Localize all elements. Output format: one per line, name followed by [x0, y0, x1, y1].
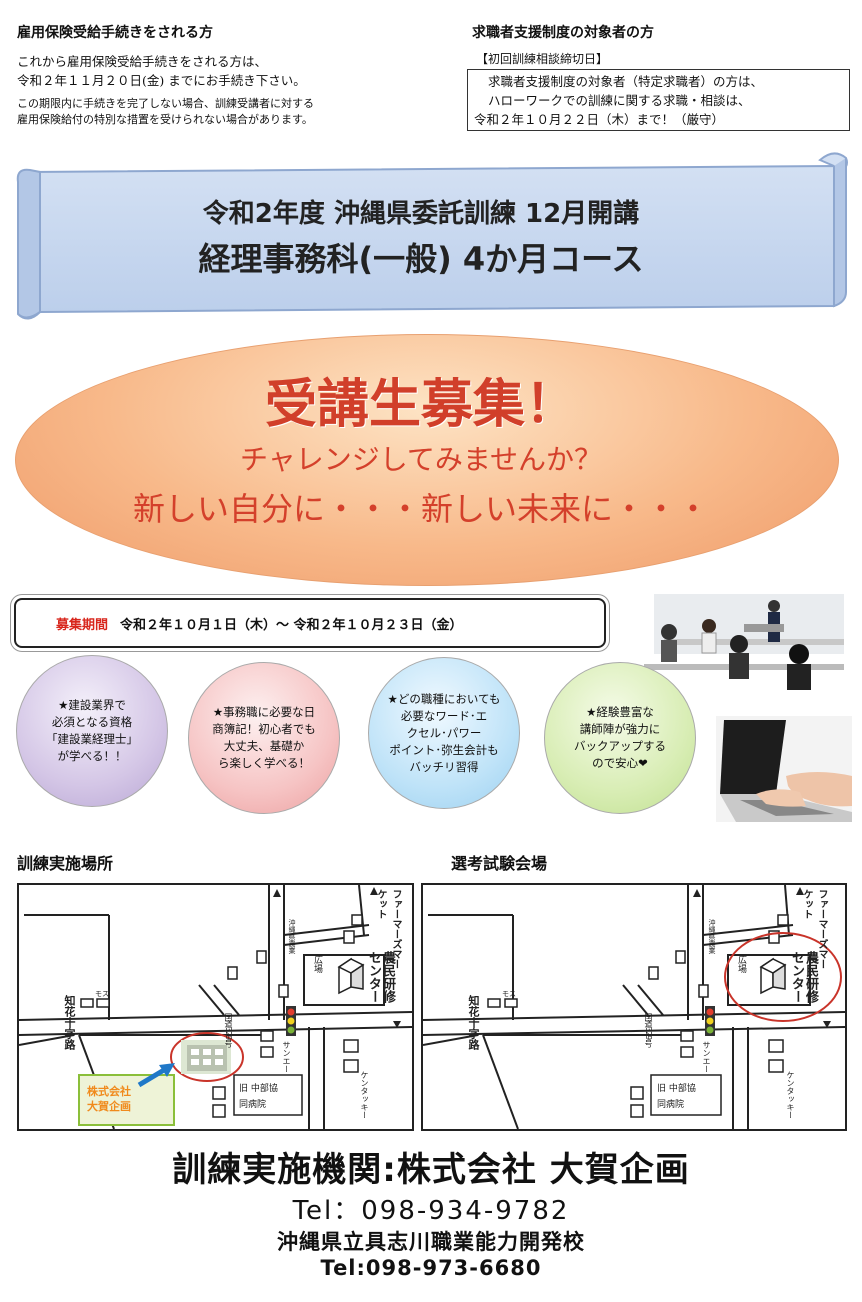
training-map-roads: [19, 885, 412, 1129]
feature-2-line3: 大丈夫、基礎か: [223, 739, 305, 753]
unemployment-notice-title: 雇用保険受給手続きをされる方: [17, 25, 213, 41]
school-name: 沖縄県立具志川職業能力開発校: [277, 1230, 585, 1254]
map2-center-label: 農民研修センター: [789, 951, 818, 1003]
map2-road-label: 知花十字路: [467, 995, 480, 1050]
feature-3-line2: 必要なワード･エ: [400, 708, 488, 723]
jobseeker-notice-line3: 令和２年１０月２２日（木）まで！（厳守）: [474, 112, 725, 127]
map2-bank-label: 沖縄県農業: [708, 919, 716, 954]
map2-sanae-label: サンエー: [702, 1041, 711, 1073]
feature-circle-construction: ★建設業界で 必須となる資格 「建設業経理士」 が学べる！！: [16, 655, 168, 807]
feature-circle-bookkeeping: ★事務職に必要な日 商簿記！初心者でも 大丈夫、基礎か ら楽しく学べる！: [188, 662, 340, 814]
map2-mos-label: モス: [502, 990, 516, 998]
unemployment-notice-line4: 雇用保険給付の特別な措置を受けられない場合があります。: [17, 113, 313, 126]
period-label: 募集期間: [56, 617, 109, 633]
jobseeker-deadline-box: 求職者支援制度の対象者（特定求職者）の方は、 ハローワークでの訓練に関する求職・…: [467, 69, 850, 131]
school-phone: Tel:098-973-6680: [320, 1256, 542, 1280]
jobseeker-notice-subtitle: 【初回訓練相談締切日】: [476, 52, 609, 66]
feature-2-line2: 商簿記！初心者でも: [212, 722, 316, 736]
map1-center-label: 農民研修センター: [366, 951, 395, 1003]
recruitment-sub2: 新しい自分に・・・新しい未来に・・・: [132, 490, 709, 528]
feature-2-line4: ら楽しく学べる！: [218, 756, 310, 770]
unemployment-notice-line3: この期限内に手続きを完了しない場合、訓練受講者に対する: [17, 97, 314, 110]
exam-place-map: 知花十字路 モス 国道329号 ファーマーズマーケット 沖縄県農業 広場 農民研…: [421, 883, 847, 1131]
map1-road-label: 知花十字路: [63, 995, 76, 1050]
training-organization: 訓練実施機関:株式会社 大賀企画: [172, 1150, 690, 1190]
period-value: 令和２年１０月１日（木）～ 令和２年１０月２３日（金）: [120, 617, 463, 633]
map2-hospital-line2: 同病院: [657, 1100, 685, 1110]
jobseeker-notice-title: 求職者支援制度の対象者の方: [472, 25, 654, 41]
feature-3-line5: バッチリ習得: [409, 759, 479, 774]
map1-company-line2: 大賀企画: [87, 1100, 131, 1113]
map1-company-line1: 株式会社: [87, 1085, 131, 1098]
banner-course-name: 経理事務科(一般) 4か月コース: [198, 240, 644, 278]
map1-plaza-label: 広場: [312, 955, 322, 973]
map1-sanae-label: サンエー: [282, 1041, 291, 1073]
scroll-banner: [16, 152, 848, 320]
feature-circle-instructors: ★経験豊富な 講師陣が強力に バックアップする ので安心❤: [544, 662, 696, 814]
map1-farmers-label: ファーマーズマーケット: [375, 889, 401, 969]
map2-farmers-label: ファーマーズマーケット: [801, 889, 827, 969]
exam-place-heading: 選考試験会場: [451, 854, 548, 873]
training-place-heading: 訓練実施場所: [17, 854, 114, 873]
recruitment-sub1: チャレンジしてみませんか？: [239, 443, 603, 476]
map2-hospital-line1: 旧 中部協: [657, 1084, 696, 1094]
feature-4-line2: 講師陣が強力に: [579, 722, 661, 736]
recruitment-period-box: 募集期間 令和２年１０月１日（木）～ 令和２年１０月２３日（金）: [14, 598, 606, 648]
map1-hospital-line1: 旧 中部協: [239, 1084, 278, 1094]
unemployment-notice-line2: 令和２年１１月２０日(金) までにお手続き下さい。: [17, 73, 306, 88]
feature-4-line1: ★経験豊富な: [586, 705, 654, 719]
feature-4-line3: バックアップする: [574, 739, 666, 753]
feature-3-line3: クセル･パワー: [406, 725, 482, 740]
feature-3-line4: ポイント･弥生会計も: [389, 742, 499, 757]
map1-kentucky-label: ケンタッキー: [360, 1071, 369, 1119]
recruitment-oval: [15, 334, 839, 586]
feature-1-line3: 「建設業経理士」: [46, 732, 138, 746]
map1-bank-label: 沖縄県農業: [288, 919, 296, 954]
map1-mos-label: モス: [95, 990, 109, 998]
feature-circle-office-software: ★どの職種においても 必要なワード･エ クセル･パワー ポイント･弥生会計も バ…: [368, 657, 520, 809]
organization-phone: Tel：098-934-9782: [292, 1196, 570, 1226]
feature-4-line4: ので安心❤: [592, 756, 648, 770]
exam-map-roads: [423, 885, 845, 1129]
map2-route-label: 国道329号: [644, 1013, 653, 1047]
training-place-map: 知花十字路 モス 国道329号 ファーマーズマーケット 沖縄県農業 広場 農民研…: [17, 883, 414, 1131]
feature-2-line1: ★事務職に必要な日: [212, 705, 316, 719]
banner-course-year: 令和2年度 沖縄県委託訓練 12月開講: [202, 199, 640, 229]
feature-1-line4: が学べる！！: [57, 749, 127, 763]
jobseeker-notice-line1: 求職者支援制度の対象者（特定求職者）の方は、: [488, 74, 764, 89]
feature-1-line1: ★建設業界で: [58, 698, 126, 712]
laptop-photo: [716, 716, 852, 822]
map1-hospital-line2: 同病院: [239, 1100, 267, 1110]
recruitment-headline: 受講生募集！: [264, 374, 577, 435]
map1-route-label: 国道329号: [224, 1013, 233, 1047]
unemployment-notice-line1: これから雇用保険受給手続きをされる方は、: [17, 54, 268, 69]
feature-1-line2: 必須となる資格: [51, 715, 133, 729]
jobseeker-notice-line2: ハローワークでの訓練に関する求職・相談は、: [488, 93, 751, 108]
map2-plaza-label: 広場: [736, 955, 746, 973]
map2-kentucky-label: ケンタッキー: [786, 1071, 795, 1119]
feature-3-line1: ★どの職種においても: [387, 691, 501, 706]
